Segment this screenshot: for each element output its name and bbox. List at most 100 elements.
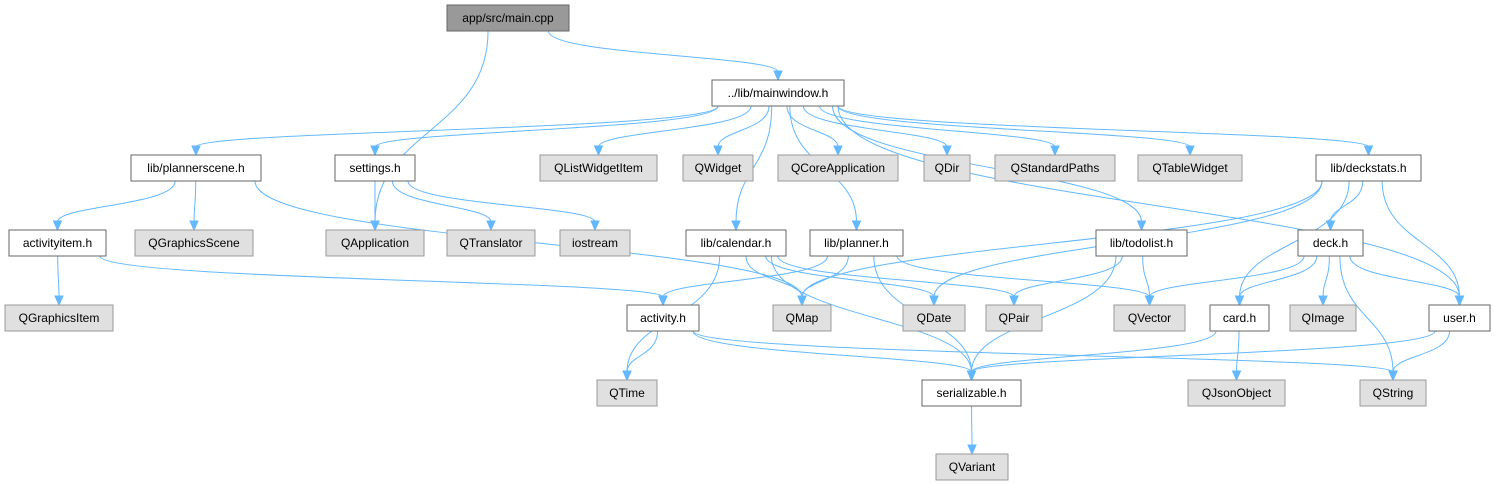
- arrowhead-card-to-qjsonobject: [1231, 370, 1242, 382]
- node-user[interactable]: user.h: [1428, 304, 1491, 332]
- edge-settings-to-qtranslator: [391, 180, 492, 223]
- edge-todolist-to-qpair: [1013, 255, 1123, 298]
- edge-mainwindow-to-user: [837, 105, 1460, 298]
- node-activity[interactable]: activity.h: [626, 304, 700, 332]
- edge-calendar-to-qdate: [765, 255, 935, 298]
- node-planner[interactable]: lib/planner.h: [809, 229, 904, 257]
- node-label-qpair: QPair: [999, 311, 1030, 325]
- arrowhead-deckstats-to-qdate: [929, 295, 939, 307]
- node-qstandardpaths: QStandardPaths: [994, 154, 1116, 182]
- node-label-iostream: iostream: [572, 236, 618, 250]
- node-box-qcoreapplication: [777, 154, 899, 182]
- node-label-main: app/src/main.cpp: [462, 11, 554, 25]
- node-calendar[interactable]: lib/calendar.h: [685, 229, 787, 257]
- arrowhead-mainwindow-to-deckstats: [1363, 145, 1374, 157]
- arrowhead-mainwindow-to-qdir: [942, 145, 952, 157]
- edge-mainwindow-to-qcoreapplication: [786, 105, 839, 148]
- arrowhead-mainwindow-to-qlistwidgetitem: [593, 145, 604, 157]
- node-serializable[interactable]: serializable.h: [921, 379, 1022, 407]
- node-box-activityitem: [8, 229, 107, 257]
- arrowhead-mainwindow-to-todolist: [1136, 220, 1147, 232]
- node-label-qwidget: QWidget: [695, 161, 742, 175]
- edge-deck-to-card: [1239, 255, 1318, 298]
- edge-mainwindow-to-calendar: [735, 105, 773, 223]
- node-label-deck: deck.h: [1313, 236, 1348, 250]
- node-todolist[interactable]: lib/todolist.h: [1095, 229, 1188, 257]
- node-qwidget: QWidget: [682, 154, 754, 182]
- node-box-qimage: [1289, 304, 1357, 332]
- node-box-qjsonobject: [1187, 379, 1286, 407]
- node-box-qpair: [985, 304, 1043, 332]
- node-box-card: [1209, 304, 1270, 332]
- node-label-qtime: QTime: [609, 386, 645, 400]
- node-mainwindow[interactable]: ../lib/mainwindow.h: [711, 79, 845, 107]
- edge-settings-to-iostream: [407, 180, 596, 223]
- edge-deckstats-to-deck: [1330, 180, 1364, 223]
- edge-deck-to-qimage: [1322, 255, 1330, 298]
- arrowhead-settings-to-qapplication: [370, 220, 380, 232]
- node-label-qvariant: QVariant: [949, 460, 996, 474]
- edge-activityitem-to-activity: [99, 255, 664, 298]
- node-box-main: [446, 4, 570, 32]
- arrowhead-mainwindow-to-qwidget: [713, 145, 723, 157]
- node-box-qapplication: [325, 229, 425, 257]
- edge-mainwindow-to-todolist: [832, 105, 1142, 223]
- node-label-qimage: QImage: [1302, 311, 1345, 325]
- edge-mainwindow-to-qwidget: [717, 105, 770, 148]
- edge-deckstats-to-qmap: [801, 180, 1323, 298]
- node-qvector: QVector: [1113, 304, 1186, 332]
- node-qstring: QString: [1359, 379, 1427, 407]
- node-box-qdate: [902, 304, 966, 332]
- node-box-qvariant: [935, 453, 1009, 481]
- node-box-qstandardpaths: [994, 154, 1116, 182]
- node-box-qtime: [596, 379, 658, 407]
- node-qlistwidgetitem: QListWidgetItem: [539, 154, 658, 182]
- node-plannerscene[interactable]: lib/plannerscene.h: [130, 154, 262, 182]
- edge-mainwindow-to-deckstats: [837, 105, 1369, 148]
- node-label-qdir: QDir: [935, 161, 960, 175]
- node-box-qtranslator: [446, 229, 536, 257]
- node-qdate: QDate: [902, 304, 966, 332]
- node-label-calendar: lib/calendar.h: [701, 236, 772, 250]
- node-card[interactable]: card.h: [1209, 304, 1270, 332]
- edge-activity-to-qstring: [692, 330, 1394, 373]
- node-qtranslator: QTranslator: [446, 229, 536, 257]
- arrowhead-plannerscene-to-qgraphicsscene: [189, 220, 199, 232]
- node-box-todolist: [1095, 229, 1188, 257]
- arrowhead-settings-to-qtranslator: [486, 220, 496, 232]
- node-box-qstring: [1359, 379, 1427, 407]
- edge-deckstats-to-user: [1381, 180, 1460, 298]
- node-box-serializable: [921, 379, 1022, 407]
- arrowhead-deck-to-qimage: [1318, 295, 1328, 307]
- node-label-qmap: QMap: [786, 311, 819, 325]
- node-qapplication: QApplication: [325, 229, 425, 257]
- arrowhead-deckstats-to-deck: [1325, 220, 1336, 232]
- edge-deck-to-qstring: [1339, 255, 1394, 373]
- node-label-qlistwidgetitem: QListWidgetItem: [554, 161, 643, 175]
- edge-main-to-qapplication: [374, 30, 489, 223]
- arrowhead-todolist-to-qpair: [1009, 295, 1019, 307]
- node-main[interactable]: app/src/main.cpp: [446, 4, 570, 32]
- node-iostream: iostream: [559, 229, 631, 257]
- node-deck[interactable]: deck.h: [1297, 229, 1364, 257]
- arrowhead-mainwindow-to-calendar: [731, 220, 741, 232]
- arrowhead-deck-to-card: [1234, 295, 1245, 307]
- arrowhead-plannerscene-to-activityitem: [52, 220, 63, 232]
- node-label-activity: activity.h: [640, 311, 686, 325]
- edge-calendar-to-qmap: [745, 255, 803, 298]
- edge-todolist-to-serializable: [971, 255, 1117, 373]
- node-box-qvector: [1113, 304, 1186, 332]
- node-activityitem[interactable]: activityitem.h: [8, 229, 107, 257]
- node-settings[interactable]: settings.h: [334, 154, 416, 182]
- node-box-qmap: [772, 304, 832, 332]
- node-deckstats[interactable]: lib/deckstats.h: [1315, 154, 1422, 182]
- node-label-todolist: lib/todolist.h: [1110, 236, 1173, 250]
- node-label-plannerscene: lib/plannerscene.h: [147, 161, 244, 175]
- arrowhead-serializable-to-qvariant: [967, 444, 977, 456]
- node-qvariant: QVariant: [935, 453, 1009, 481]
- arrowhead-mainwindow-to-settings: [370, 145, 380, 157]
- arrowhead-mainwindow-to-qstandardpaths: [1050, 145, 1060, 157]
- node-layer: app/src/main.cpp ../lib/mainwindow.h lib/p…: [4, 4, 1491, 481]
- node-box-mainwindow: [711, 79, 845, 107]
- node-label-qcoreapplication: QCoreApplication: [791, 161, 885, 175]
